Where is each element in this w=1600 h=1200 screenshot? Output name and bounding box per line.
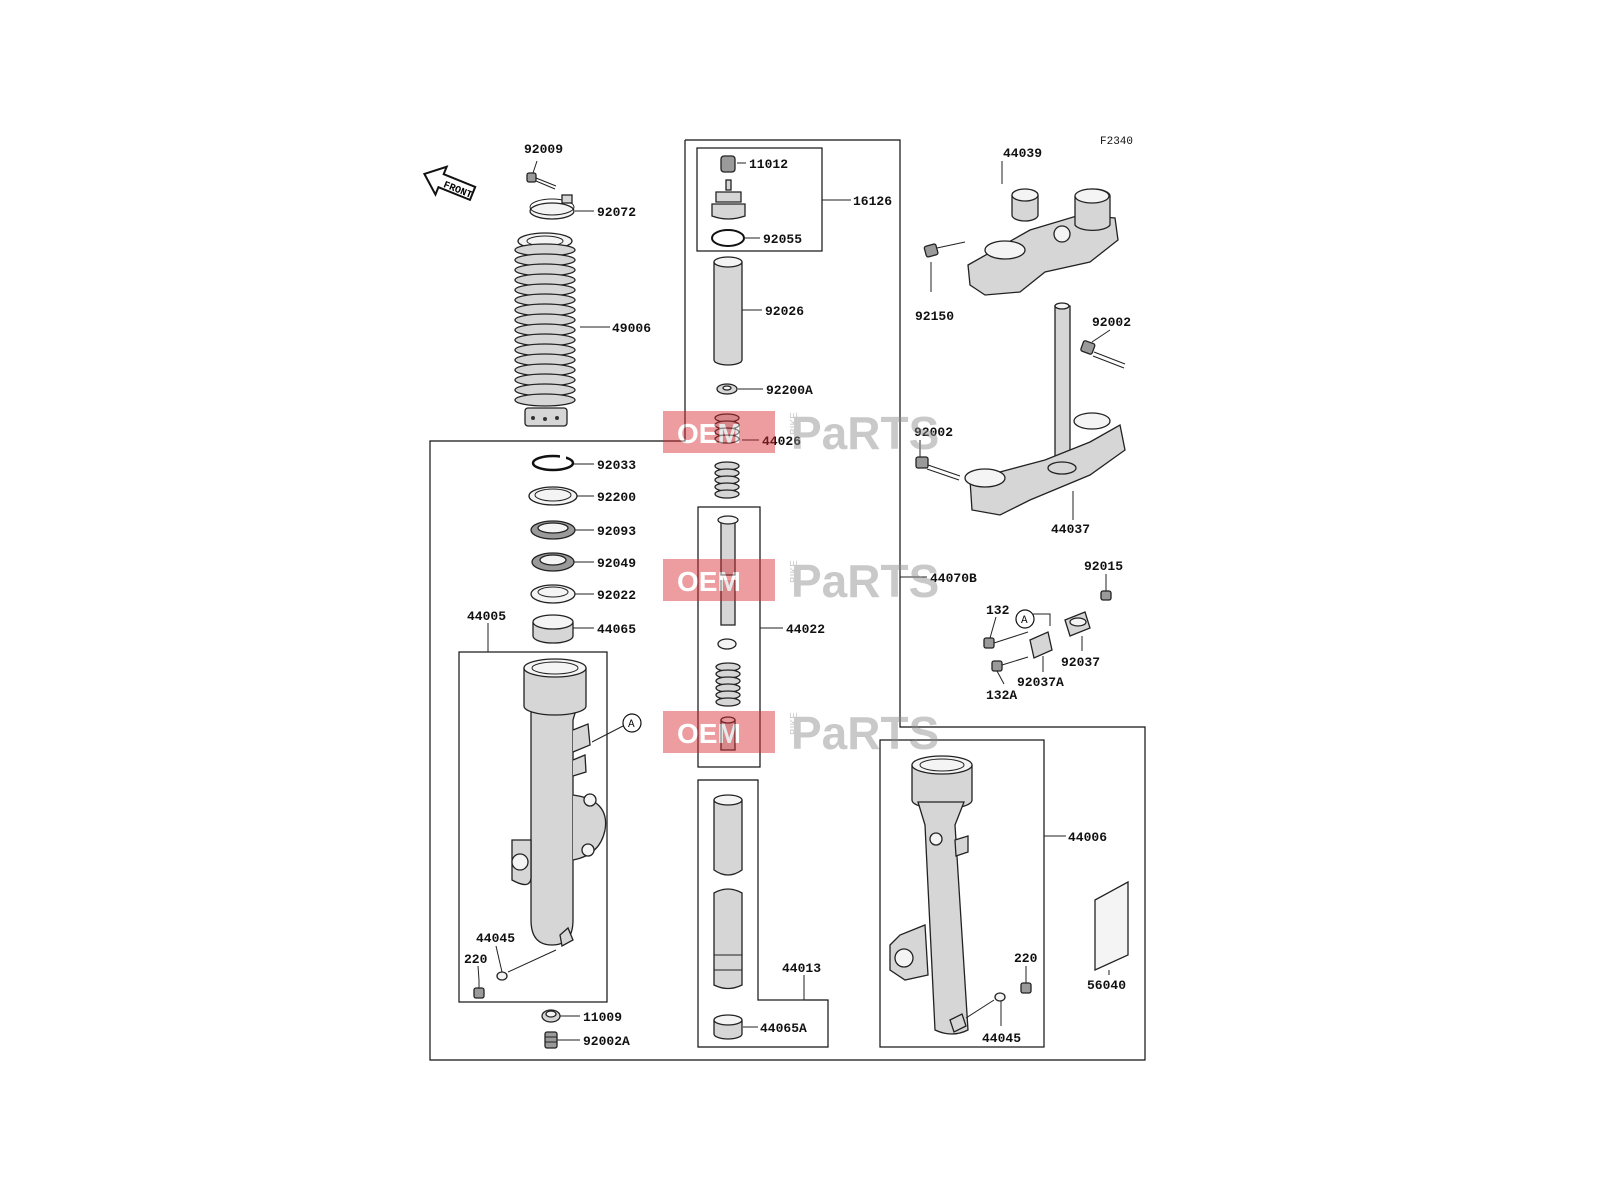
- clamp-92037A: [1029, 631, 1053, 659]
- spring-44026: [714, 413, 740, 499]
- label-44045-left: 44045: [476, 931, 515, 946]
- bolt-92150: [923, 241, 966, 258]
- label-92002-upper: 92002: [1092, 315, 1131, 330]
- label-44006: 44006: [1068, 830, 1107, 845]
- label-44065: 44065: [597, 622, 636, 637]
- label-92022: 92022: [597, 588, 636, 603]
- oil-seal-92049: [531, 552, 575, 572]
- upper-bracket-44039: [967, 188, 1119, 296]
- label-44005: 44005: [467, 609, 506, 624]
- bolt-132: [983, 631, 1029, 649]
- part-labels: 92009 92072 49006 11012 16126 92055 9202…: [464, 142, 1131, 1049]
- washer-92200: [528, 486, 578, 506]
- label-16126: 16126: [853, 194, 892, 209]
- clamp-92072: [529, 194, 575, 220]
- label-49006: 49006: [612, 321, 651, 336]
- fork-cap-bolt: [711, 179, 746, 220]
- svg-text:BIKE: BIKE: [789, 412, 800, 435]
- svg-text:OEM: OEM: [677, 418, 741, 449]
- label-92200A: 92200A: [766, 383, 813, 398]
- label-92026: 92026: [765, 304, 804, 319]
- svg-text:PaRTS: PaRTS: [791, 407, 939, 459]
- washer-92022: [530, 584, 576, 604]
- label-44070B: 44070B: [930, 571, 977, 586]
- diagram-code: F2340: [1100, 136, 1133, 148]
- reflector-56040: [1094, 880, 1129, 972]
- label-132: 132: [986, 603, 1010, 618]
- label-92055: 92055: [763, 232, 802, 247]
- bushing-44065A: [713, 1014, 743, 1040]
- ref-marker-a-left: A: [591, 713, 642, 743]
- svg-text:BIKE: BIKE: [789, 712, 800, 735]
- label-44026: 44026: [762, 434, 801, 449]
- label-92072: 92072: [597, 205, 636, 220]
- label-92200: 92200: [597, 490, 636, 505]
- label-56040: 56040: [1087, 978, 1126, 993]
- svg-text:A: A: [1021, 615, 1028, 627]
- label-44013: 44013: [782, 961, 821, 976]
- washer-44045-left: [496, 949, 557, 981]
- bolt-92002-upper: [1080, 340, 1126, 369]
- bolt-220-left: [473, 980, 485, 999]
- label-92002A: 92002A: [583, 1034, 630, 1049]
- bolt-132A: [991, 656, 1029, 672]
- label-132A: 132A: [986, 688, 1017, 703]
- air-valve-11012: [720, 155, 736, 173]
- nut-92015: [1100, 590, 1112, 601]
- label-92002-lower: 92002: [914, 425, 953, 440]
- label-44045-right: 44045: [982, 1031, 1021, 1046]
- snap-ring-92033: [531, 454, 575, 472]
- label-92150: 92150: [915, 309, 954, 324]
- outer-tube-44005: [511, 658, 607, 948]
- label-44039: 44039: [1003, 146, 1042, 161]
- dust-seal-92093: [530, 520, 576, 540]
- svg-text:OEM: OEM: [677, 718, 741, 749]
- clamp-92037: [1064, 611, 1091, 637]
- label-44037: 44037: [1051, 522, 1090, 537]
- spacer-92026: [713, 256, 743, 366]
- stem-bracket-44037: [964, 302, 1126, 516]
- washer-44045-right: [965, 992, 1006, 1019]
- label-11012: 11012: [749, 157, 788, 172]
- label-92037: 92037: [1061, 655, 1100, 670]
- ref-marker-a-right: A: [1015, 609, 1051, 629]
- label-44022: 44022: [786, 622, 825, 637]
- bushing-44065: [532, 614, 574, 644]
- front-arrow-icon: FRONT: [422, 165, 477, 202]
- svg-text:PaRTS: PaRTS: [791, 555, 939, 607]
- inner-tube-44013: [713, 794, 743, 990]
- washer-11009: [541, 1009, 561, 1023]
- svg-text:PaRTS: PaRTS: [791, 707, 939, 759]
- label-92015: 92015: [1084, 559, 1123, 574]
- leader-lines: [477, 160, 1111, 1041]
- svg-text:OEM: OEM: [677, 566, 741, 597]
- bolt-92002A: [544, 1031, 558, 1049]
- label-92033: 92033: [597, 458, 636, 473]
- outer-tube-44006: [889, 755, 973, 1035]
- bolt-220-right: [1020, 982, 1032, 994]
- bolt-92009: [526, 172, 557, 190]
- label-92093: 92093: [597, 524, 636, 539]
- label-44065A: 44065A: [760, 1021, 807, 1036]
- cylinder-44022: [715, 515, 741, 751]
- bolt-92002-lower: [915, 456, 961, 481]
- fork-boot-49006: [514, 232, 576, 427]
- svg-text:BIKE: BIKE: [789, 560, 800, 583]
- label-92049: 92049: [597, 556, 636, 571]
- o-ring-92055: [711, 229, 745, 247]
- label-11009: 11009: [583, 1010, 622, 1025]
- label-220-right: 220: [1014, 951, 1038, 966]
- label-92009: 92009: [524, 142, 563, 157]
- washer-92200A: [716, 383, 738, 395]
- label-92037A: 92037A: [1017, 675, 1064, 690]
- label-220-left: 220: [464, 952, 488, 967]
- svg-text:A: A: [628, 719, 635, 731]
